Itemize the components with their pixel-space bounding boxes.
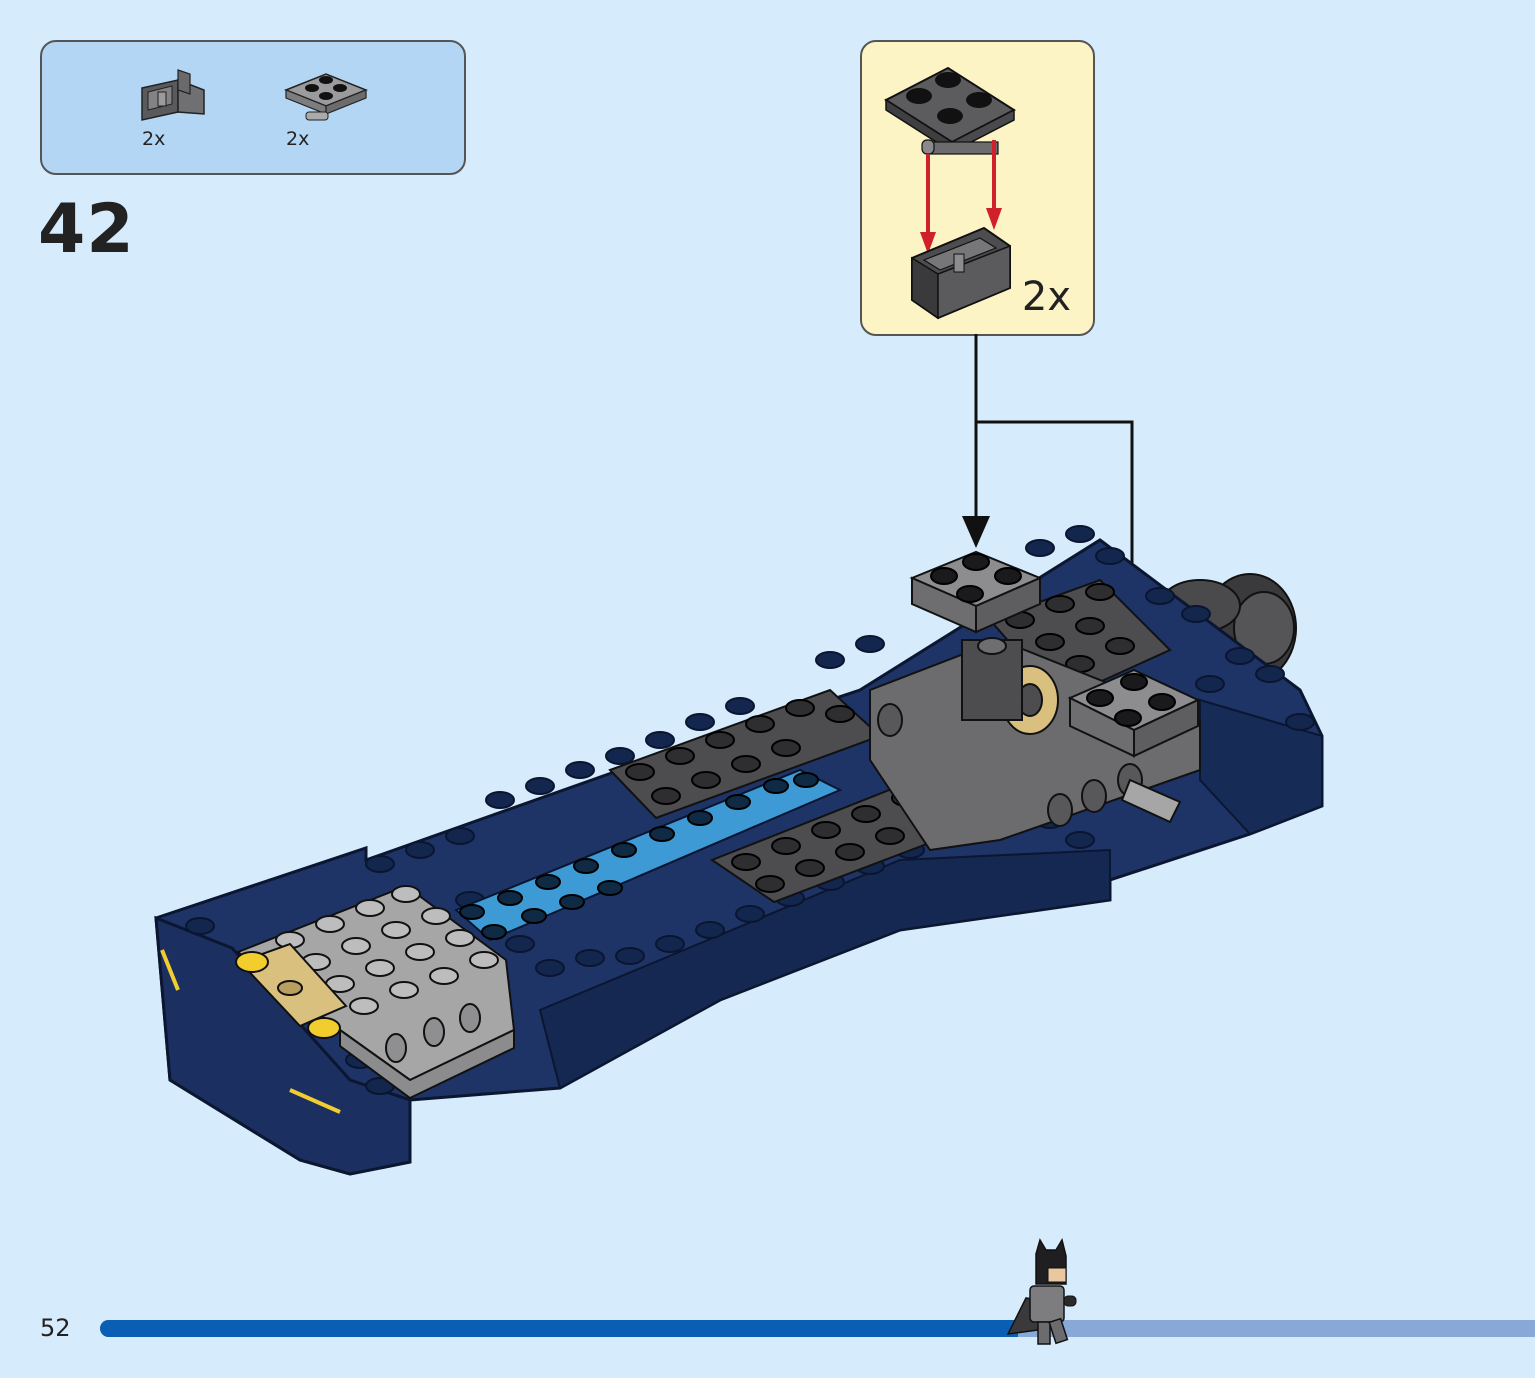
step-number: 42: [38, 190, 135, 269]
placed-sub-assembly-left: [909, 550, 1043, 721]
page-number: 52: [40, 1314, 71, 1342]
progress-bar: [100, 1320, 1535, 1337]
bracket-piece-icon: [141, 69, 205, 121]
azure-center-strip: [454, 768, 843, 942]
parts-list-item-bracket: 2x: [138, 64, 218, 150]
progress-bar-fill: [100, 1320, 1019, 1337]
sub-assembly-illustration: [883, 66, 1017, 320]
sub-assembly-callout: 2x: [860, 40, 1095, 336]
part-quantity: 2x: [142, 128, 166, 150]
batman-minifigure-icon: [1006, 1238, 1077, 1345]
plate-with-clip-piece-icon: [283, 73, 368, 121]
placed-sub-assembly-right: [1067, 668, 1201, 758]
parts-list-box: 2x 2x: [40, 40, 466, 175]
sub-assembly-quantity: 2x: [1021, 274, 1071, 320]
part-quantity: 2x: [286, 128, 310, 150]
light-gray-front-block: [235, 884, 516, 1100]
parts-list-item-plate-with-clip: 2x: [282, 64, 368, 150]
